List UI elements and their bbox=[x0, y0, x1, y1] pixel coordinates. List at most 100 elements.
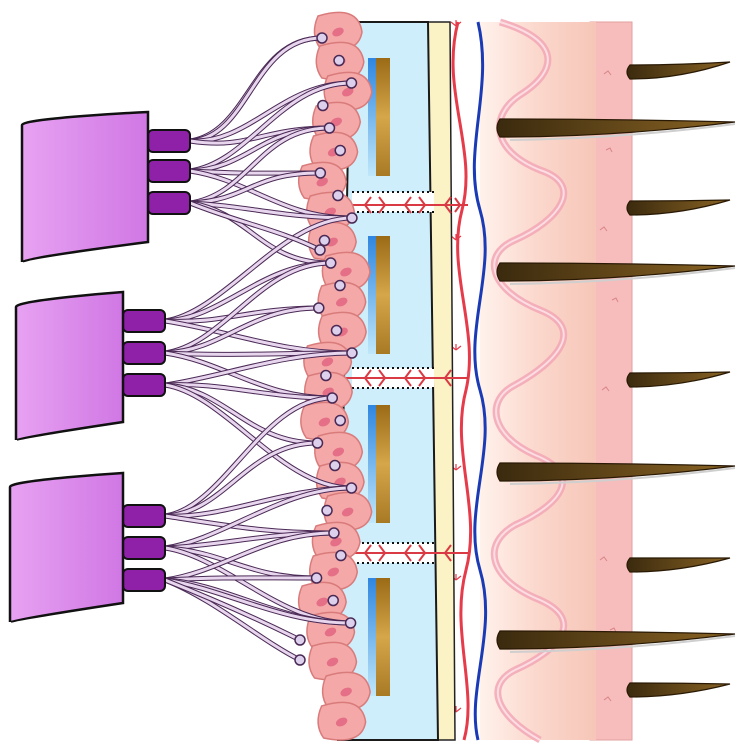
wire-terminal bbox=[313, 302, 325, 314]
neuron-nucleus bbox=[336, 297, 348, 307]
connector-middle bbox=[14, 290, 166, 442]
wire bbox=[189, 36, 323, 143]
wire bbox=[164, 578, 351, 625]
wire bbox=[189, 201, 321, 252]
connector-top bbox=[20, 110, 191, 264]
wire-terminal bbox=[320, 369, 332, 382]
wire-terminal bbox=[294, 634, 306, 646]
wire-terminal bbox=[334, 279, 346, 292]
neuron-nucleus bbox=[332, 27, 344, 37]
hair-strand bbox=[626, 557, 731, 573]
hair-sheath bbox=[509, 635, 736, 653]
neuron-nucleus bbox=[330, 537, 342, 547]
wire-terminal bbox=[314, 167, 327, 179]
wire bbox=[189, 171, 321, 205]
wire-terminal bbox=[346, 347, 358, 359]
connector-bottom bbox=[8, 471, 166, 624]
wire bbox=[164, 351, 352, 387]
hair-strand bbox=[626, 682, 731, 698]
neuron-cell bbox=[314, 431, 364, 471]
wire bbox=[164, 578, 301, 642]
wire-terminal bbox=[323, 122, 336, 134]
wire bbox=[189, 81, 352, 173]
electrode-4 bbox=[368, 578, 390, 696]
hair-sheath bbox=[509, 467, 736, 485]
hair-strand bbox=[626, 371, 731, 388]
neuron-nucleus bbox=[340, 687, 352, 697]
wire-terminal bbox=[317, 99, 329, 112]
wire bbox=[189, 201, 352, 220]
neuron-nucleus bbox=[341, 507, 354, 517]
wire bbox=[164, 441, 318, 518]
electrode-3 bbox=[368, 405, 390, 523]
wire-outline bbox=[189, 35, 323, 144]
wire-terminal bbox=[334, 144, 346, 157]
neuron-cell bbox=[308, 641, 358, 681]
wire-terminal bbox=[329, 459, 341, 472]
wire-bundle bbox=[164, 32, 358, 666]
hair-strand bbox=[626, 199, 731, 216]
wire bbox=[164, 396, 333, 518]
neuron-nucleus bbox=[327, 567, 339, 577]
wire-terminal bbox=[316, 32, 328, 44]
neuron-nucleus bbox=[324, 627, 337, 637]
neuron-nucleus bbox=[316, 177, 328, 187]
wire-terminal bbox=[335, 549, 347, 562]
wire-terminal bbox=[333, 54, 345, 67]
wire-terminal bbox=[326, 392, 339, 404]
nerve-branches bbox=[330, 191, 468, 564]
artery bbox=[451, 21, 473, 741]
hair-sheath bbox=[509, 123, 736, 141]
neuron-cell bbox=[317, 701, 367, 741]
skin-tissue bbox=[480, 18, 633, 744]
wire bbox=[164, 216, 352, 323]
wire bbox=[164, 261, 331, 355]
wire bbox=[164, 486, 352, 550]
wire-terminal bbox=[327, 594, 339, 607]
wire-terminal bbox=[318, 234, 331, 247]
neuron-cell bbox=[323, 491, 373, 531]
wire bbox=[189, 36, 323, 143]
wire-terminal bbox=[345, 77, 358, 89]
electrodes bbox=[368, 58, 390, 696]
hair-sheath bbox=[509, 267, 736, 285]
wire-terminal bbox=[310, 572, 323, 584]
wire-terminal bbox=[332, 189, 344, 202]
hair-follicles bbox=[496, 61, 736, 698]
wire-terminal bbox=[324, 257, 337, 269]
electrode-2 bbox=[368, 236, 390, 354]
connectors bbox=[8, 110, 191, 624]
wire-terminal bbox=[314, 244, 326, 256]
neuron-nucleus bbox=[340, 267, 352, 277]
wire-terminal bbox=[334, 414, 346, 427]
nerve-branch-3 bbox=[330, 542, 468, 564]
hair-strand bbox=[496, 462, 736, 482]
wire-outline bbox=[189, 35, 323, 144]
wire bbox=[164, 383, 333, 400]
nerve-branch-2 bbox=[330, 367, 468, 389]
epidermis bbox=[589, 21, 633, 741]
nerve-branch-1 bbox=[330, 191, 468, 214]
neuron-nucleus bbox=[318, 417, 331, 427]
wire-terminal bbox=[311, 437, 324, 449]
vein bbox=[472, 21, 488, 741]
wire bbox=[164, 531, 334, 582]
wire bbox=[164, 576, 317, 582]
neuron-nucleus bbox=[321, 357, 334, 367]
neuron-cell bbox=[321, 671, 371, 711]
neuron-nucleus bbox=[316, 597, 328, 607]
wire-terminal bbox=[345, 482, 358, 494]
wire-terminal bbox=[346, 212, 358, 224]
hair-strand bbox=[626, 61, 731, 80]
hair-strand bbox=[496, 262, 736, 282]
wire bbox=[164, 306, 319, 355]
wire-terminal bbox=[344, 617, 357, 629]
neuron-nucleus bbox=[332, 447, 345, 457]
electrode-1 bbox=[368, 58, 390, 176]
neuron-nucleus bbox=[335, 717, 348, 727]
neuron-nucleus bbox=[326, 657, 339, 667]
wire-terminal bbox=[328, 527, 340, 539]
neuron-nucleus bbox=[342, 87, 354, 97]
wire-terminal bbox=[330, 324, 343, 337]
